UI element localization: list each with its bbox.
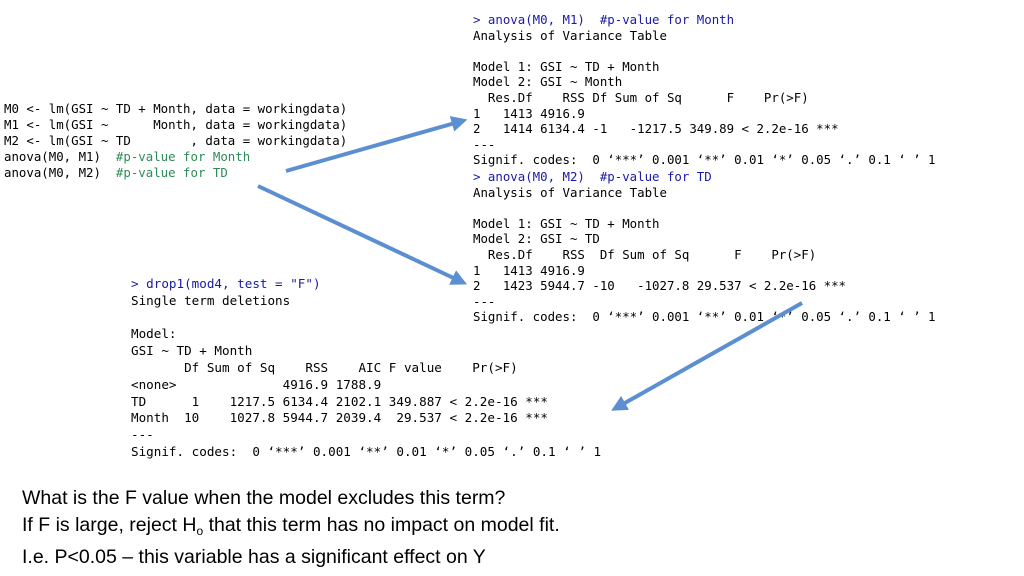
output-line: ---	[131, 427, 154, 443]
output-line: Res.Df RSS Df Sum of Sq F Pr(>F)	[473, 89, 809, 105]
output-line: Model 2: GSI ~ TD	[473, 231, 600, 247]
output-line: Df Sum of Sq RSS AIC F value Pr(>F)	[131, 359, 518, 375]
code-statement: anova(M0, M2)	[4, 165, 116, 180]
drop1-command: > drop1(mod4, test = "F")	[131, 276, 321, 291]
output-line: Single term deletions	[131, 292, 291, 308]
code-line: M1 <- lm(GSI ~ Month, data = workingdata…	[4, 117, 347, 133]
caption-subscript: o	[196, 523, 204, 538]
output-line: 1 1413 4916.9	[473, 105, 585, 121]
code-statement: M2 <- lm(GSI ~ TD , data = workingdata)	[4, 133, 348, 148]
caption-text: What is the F value when the model exclu…	[22, 485, 560, 571]
arrow-td-to-anova	[257, 184, 468, 285]
caption-line-3: I.e. P<0.05 – this variable has a signif…	[22, 546, 486, 568]
output-line: Model:	[131, 326, 177, 342]
caption-line-1: What is the F value when the model exclu…	[22, 487, 506, 509]
code-comment: #p-value for TD	[115, 165, 228, 180]
code-statement: anova(M0, M1)	[4, 149, 116, 164]
output-line: 2 1423 5944.7 -10 -1027.8 29.537 < 2.2e-…	[473, 278, 846, 294]
code-statement: M0 <- lm(GSI ~ TD + Month, data = workin…	[4, 101, 348, 116]
output-line: <none> 4916.9 1788.9	[131, 376, 382, 392]
code-line: anova(M0, M1) #p-value for Month	[4, 149, 347, 165]
output-line: TD 1 1217.5 6134.4 2102.1 349.887 < 2.2e…	[131, 393, 549, 409]
drop1-output: > drop1(mod4, test = "F")Single term del…	[131, 276, 601, 461]
caption-line-2-start: If F is large, reject H	[22, 513, 197, 536]
code-line: M0 <- lm(GSI ~ TD + Month, data = workin…	[4, 101, 347, 117]
output-line: Model 2: GSI ~ Month	[473, 74, 623, 90]
caption-line-2-end: that this term has no impact on model fi…	[203, 513, 560, 536]
output-line: Res.Df RSS Df Sum of Sq F Pr(>F)	[473, 246, 817, 262]
output-line: Month 10 1027.8 5944.7 2039.4 29.537 < 2…	[131, 410, 549, 426]
output-line: Analysis of Variance Table	[473, 27, 667, 43]
code-statement: M1 <- lm(GSI ~ Month, data = workingdata…	[4, 117, 348, 132]
output-line: Signif. codes: 0 ‘***’ 0.001 ‘**’ 0.01 ‘…	[473, 152, 936, 168]
output-line: Model 1: GSI ~ TD + Month	[473, 58, 660, 74]
output-line: Analysis of Variance Table	[473, 184, 667, 200]
output-line: Model 1: GSI ~ TD + Month	[473, 215, 660, 231]
output-line: ---	[473, 293, 496, 309]
arrow-anova-to-drop1	[611, 301, 803, 411]
code-line: M2 <- lm(GSI ~ TD , data = workingdata)	[4, 133, 347, 149]
caption-line-2: If F is large, reject Ho that this term …	[22, 512, 560, 545]
anova-td-command: > anova(M0, M2) #p-value for TD	[473, 169, 712, 184]
output-line: 2 1414 6134.4 -1 -1217.5 349.89 < 2.2e-1…	[473, 121, 839, 137]
model-code-block: M0 <- lm(GSI ~ TD + Month, data = workin…	[4, 101, 347, 181]
output-line: ---	[473, 136, 496, 152]
output-line: Signif. codes: 0 ‘***’ 0.001 ‘**’ 0.01 ‘…	[473, 309, 936, 325]
output-line: GSI ~ TD + Month	[131, 343, 253, 359]
anova-month-command: > anova(M0, M1) #p-value for Month	[473, 12, 735, 27]
code-comment: #p-value for Month	[115, 149, 251, 164]
arrow-month-to-anova	[285, 116, 468, 173]
output-line: 1 1413 4916.9	[473, 262, 585, 278]
code-line: anova(M0, M2) #p-value for TD	[4, 165, 347, 181]
output-line: Signif. codes: 0 ‘***’ 0.001 ‘**’ 0.01 ‘…	[131, 443, 602, 459]
